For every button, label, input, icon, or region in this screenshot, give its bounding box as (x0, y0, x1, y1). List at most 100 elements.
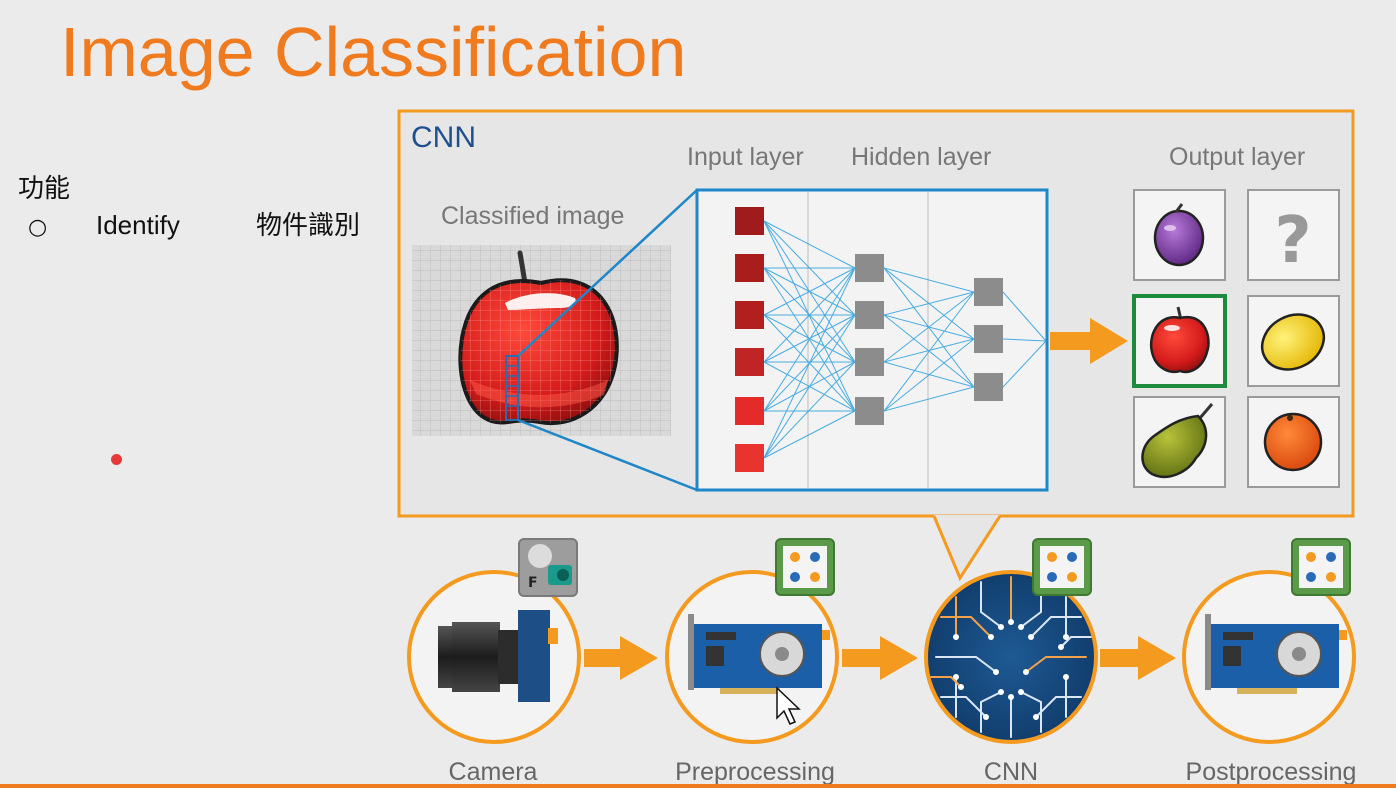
processing-module-icon (1291, 538, 1351, 596)
circuit-node (983, 714, 989, 720)
network-edge (763, 267, 856, 412)
pear-icon (1141, 403, 1214, 479)
circuit-node (988, 634, 994, 640)
processing-module-icon (1032, 538, 1092, 596)
lemon-icon (1260, 313, 1326, 371)
circuit-trace (1020, 691, 1042, 733)
slide-bottom-bar (0, 784, 1396, 788)
circuit-trace (1025, 656, 1087, 673)
network-edge (763, 314, 856, 459)
input-layer-label: Input layer (687, 143, 804, 171)
circuit-node (953, 674, 959, 680)
network-edge (1002, 338, 1047, 342)
circuit-trace (940, 696, 987, 718)
postprocessing-label: Postprocessing (1186, 758, 1357, 786)
circuit-node (1008, 694, 1014, 700)
cnn-stage (924, 538, 1098, 744)
hidden-layer-1-nodes (855, 254, 884, 425)
circuit-node (1033, 714, 1039, 720)
hidden-node (974, 325, 1003, 353)
circuit-node (1063, 634, 1069, 640)
circuit-node (1028, 634, 1034, 640)
input-node (735, 397, 764, 425)
camera-stage: F (407, 538, 581, 744)
circuit-trace (1035, 696, 1082, 718)
orange-icon (1263, 412, 1323, 472)
gpu-board-icon (688, 614, 830, 694)
network-edge (883, 338, 975, 363)
circuit-trace (935, 656, 997, 673)
network-edge (763, 220, 856, 269)
camera-icon (438, 610, 558, 702)
hidden-node (855, 254, 884, 282)
circuit-node (953, 634, 959, 640)
circuit-node (993, 669, 999, 675)
hidden-node (855, 348, 884, 376)
apple-illustration (458, 250, 619, 426)
classified-image (412, 245, 671, 436)
output-grid: ? (1132, 189, 1340, 488)
processing-module-icon (775, 538, 835, 596)
preprocessing-stage (665, 538, 839, 744)
circuit-trace (940, 616, 992, 638)
circuit-node (958, 684, 964, 690)
network-edge (1002, 340, 1047, 388)
input-node (735, 348, 764, 376)
circuit-trace (930, 676, 962, 688)
hidden-node (974, 373, 1003, 401)
mouse-cursor-icon (776, 686, 801, 725)
circuit-board-icon (930, 576, 1092, 738)
neural-network (695, 188, 1049, 492)
circuit-node (1058, 644, 1064, 650)
hidden-layer-label: Hidden layer (851, 143, 991, 171)
circuit-node (1018, 624, 1024, 630)
hidden-node (855, 397, 884, 425)
bullet-heading: 功能 (18, 174, 71, 204)
bullet-circle-marker: ○ (28, 215, 48, 240)
network-edge (763, 410, 856, 459)
gpu-board-icon (1205, 614, 1347, 694)
circuit-node (1008, 619, 1014, 625)
network-edge (883, 291, 975, 363)
hidden-layer-2-nodes (974, 278, 1003, 401)
plum-icon (1153, 203, 1205, 267)
cnn-box-label: CNN (411, 121, 476, 154)
circuit-trace (980, 691, 1002, 733)
bullet-item-chinese: 物件識別 (256, 211, 361, 241)
circuit-node (998, 624, 1004, 630)
software-logo-letter: F (528, 575, 538, 591)
circuit-node (1018, 689, 1024, 695)
input-layer-nodes (735, 207, 764, 472)
postprocessing-stage (1182, 538, 1356, 744)
network-edge (763, 267, 856, 363)
pipeline: F (407, 538, 1357, 786)
network-edge (883, 291, 975, 412)
network-edge (883, 338, 975, 412)
input-node (735, 207, 764, 235)
question-mark-icon: ? (1274, 204, 1311, 278)
output-layer-label: Output layer (1169, 143, 1305, 171)
network-edge (763, 267, 856, 459)
network-connections (763, 220, 1047, 459)
network-edge (763, 314, 856, 363)
zoom-line-top (517, 189, 698, 357)
camera-label: Camera (449, 758, 538, 786)
circuit-node (1023, 669, 1029, 675)
network-edge (883, 291, 975, 316)
network-edge (763, 267, 856, 316)
circuit-trace (1060, 636, 1092, 648)
apple-output-icon (1149, 306, 1210, 374)
laser-pointer-dot (111, 454, 122, 465)
circuit-trace (980, 581, 1002, 628)
input-node (735, 444, 764, 472)
hidden-node (974, 278, 1003, 306)
input-node (735, 301, 764, 329)
network-edge (1002, 291, 1047, 342)
circuit-node (998, 689, 1004, 695)
classified-image-label: Classified image (441, 202, 624, 230)
output-cell-unknown (1247, 189, 1340, 281)
network-edge (763, 361, 856, 459)
hidden-node (855, 301, 884, 329)
input-node (735, 254, 764, 282)
